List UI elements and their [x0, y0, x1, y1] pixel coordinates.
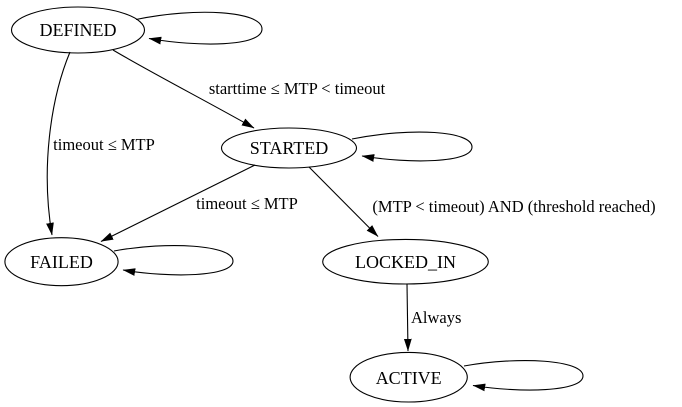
node-active: ACTIVE [349, 351, 468, 403]
self-loop-defined-path [135, 11, 263, 45]
self-loop-started-path [351, 131, 473, 162]
edge-defined-to-started: starttime ≤ MTP < timeout [112, 49, 386, 129]
edge-started-to-locked-in-label: (MTP < timeout) AND (threshold reached) [372, 197, 655, 216]
edge-defined-to-failed-path [46, 51, 71, 236]
edge-started-to-failed-label: timeout ≤ MTP [196, 194, 298, 213]
edge-started-to-locked-in-path [308, 166, 379, 237]
node-started-shape [220, 127, 358, 169]
node-defined: DEFINED [10, 6, 146, 54]
edge-defined-to-failed: timeout ≤ MTP [46, 51, 155, 236]
edge-locked-in-to-active-path [403, 283, 412, 352]
node-failed-shape [4, 237, 119, 287]
edge-locked-in-to-active-label: Always [411, 308, 461, 327]
edge-started-to-failed: timeout ≤ MTP [100, 164, 298, 242]
node-failed: FAILED [4, 237, 119, 287]
self-loop-started [351, 131, 473, 162]
self-loop-failed-path [113, 245, 234, 276]
edge-defined-to-started-label: starttime ≤ MTP < timeout [209, 79, 386, 98]
self-loop-defined [135, 11, 263, 45]
edge-started-to-failed-path [100, 164, 256, 242]
node-active-label: ACTIVE [376, 368, 442, 388]
node-locked-in-label: LOCKED_IN [355, 252, 456, 272]
node-active-shape [349, 351, 468, 403]
node-defined-label: DEFINED [40, 20, 117, 40]
edge-locked-in-to-active: Always [403, 283, 461, 352]
edge-started-to-locked-in: (MTP < timeout) AND (threshold reached) [308, 166, 656, 237]
node-locked-in-shape [322, 238, 489, 285]
node-started-label: STARTED [250, 138, 328, 158]
node-locked-in: LOCKED_IN [322, 238, 489, 285]
self-loop-active [463, 360, 584, 392]
node-started: STARTED [220, 127, 358, 169]
self-loop-active-path [463, 360, 584, 392]
node-failed-label: FAILED [30, 252, 93, 272]
node-defined-shape [10, 6, 146, 54]
edge-defined-to-started-path [112, 49, 255, 129]
self-loop-failed [113, 245, 234, 276]
edge-defined-to-failed-label: timeout ≤ MTP [53, 135, 155, 154]
